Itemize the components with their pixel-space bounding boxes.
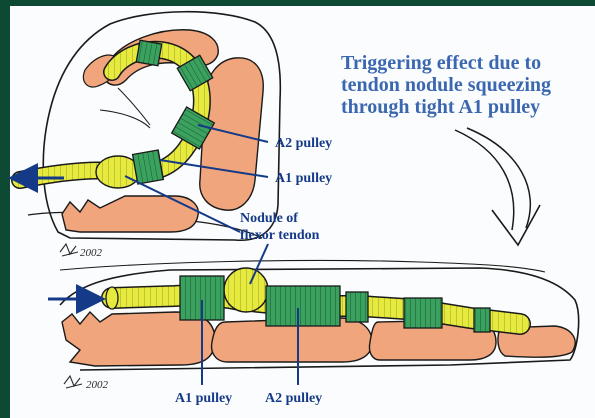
a1-pulley-top bbox=[133, 150, 164, 184]
label-nodule-line-2: flexor tendon bbox=[240, 228, 320, 243]
label-a2-pulley-top: A2 pulley bbox=[275, 136, 332, 151]
tendon-nodule-bottom bbox=[224, 268, 268, 312]
signature-top: 2002 bbox=[60, 244, 103, 259]
a5-pulley-bottom bbox=[474, 308, 490, 332]
a2-pulley-bottom bbox=[266, 286, 340, 326]
transition-arrow-head bbox=[492, 205, 540, 245]
signature-year-bottom: 2002 bbox=[86, 379, 109, 391]
signature-year-top: 2002 bbox=[80, 247, 103, 259]
title-line-1: Triggering effect due to bbox=[341, 52, 541, 74]
a3-pulley-bottom bbox=[346, 292, 368, 322]
diagram-title: Triggering effect due to tendon nodule s… bbox=[341, 52, 551, 118]
transition-arrow-shaft bbox=[455, 130, 514, 230]
flexed-finger bbox=[20, 12, 280, 241]
a4-pulley-bottom bbox=[404, 298, 442, 328]
title-line-3: through tight A1 pulley bbox=[341, 96, 540, 118]
a4-pulley-top bbox=[136, 40, 161, 65]
title-line-2: tendon nodule squeezing bbox=[341, 74, 551, 96]
label-a1-pulley-top: A1 pulley bbox=[275, 171, 332, 186]
signature-bottom: 2002 bbox=[64, 376, 109, 391]
label-nodule-line-1: Nodule of bbox=[240, 211, 298, 226]
label-a1-pulley-bottom: A1 pulley bbox=[175, 391, 232, 406]
label-a2-pulley-bottom: A2 pulley bbox=[265, 391, 322, 406]
extended-finger bbox=[60, 260, 579, 370]
